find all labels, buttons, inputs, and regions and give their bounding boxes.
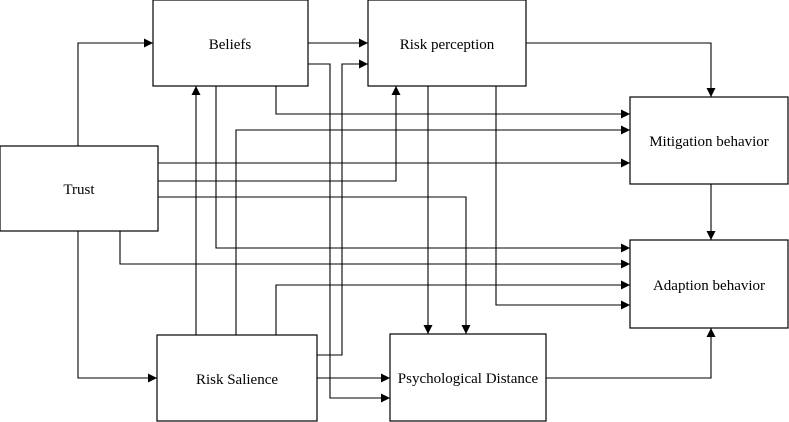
- edge-beliefs-to-psychological-distance: [308, 63, 390, 403]
- node-label-risk-salience: Risk Salience: [196, 372, 278, 388]
- edge-trust-to-risk-perception: [158, 86, 401, 182]
- node-risk-salience: Risk Salience: [156, 334, 318, 422]
- node-label-risk-perception: Risk perception: [400, 37, 495, 53]
- edge-beliefs-to-adaption-behavior: [215, 86, 630, 253]
- node-label-beliefs: Beliefs: [209, 37, 252, 53]
- edge-risk-salience-to-risk-perception: [317, 59, 368, 356]
- edge-risk-perception-to-mitigation-behavior: [526, 42, 716, 97]
- node-label-trust: Trust: [63, 182, 95, 198]
- node-risk-perception: Risk perception: [367, 0, 527, 87]
- node-label-psychological-distance: Psychological Distance: [398, 371, 539, 387]
- node-beliefs: Beliefs: [152, 0, 309, 87]
- node-label-adaption-behavior: Adaption behavior: [653, 278, 765, 294]
- node-trust: Trust: [0, 145, 159, 232]
- edge-trust-to-risk-salience: [77, 231, 157, 383]
- edge-risk-salience-to-adaption-behavior: [275, 280, 630, 335]
- edge-trust-to-beliefs: [77, 38, 153, 146]
- node-psychological-distance: Psychological Distance: [389, 333, 547, 422]
- edges: [77, 38, 716, 403]
- edge-trust-to-psychological-distance: [158, 196, 471, 334]
- node-label-mitigation-behavior: Mitigation behavior: [649, 134, 769, 150]
- node-adaption-behavior: Adaption behavior: [629, 239, 789, 329]
- node-mitigation-behavior: Mitigation behavior: [629, 96, 789, 185]
- edge-beliefs-to-mitigation-behavior: [275, 86, 630, 119]
- edge-risk-perception-to-adaption-behavior: [495, 86, 630, 310]
- edge-psychological-distance-to-adaption-behavior: [546, 328, 716, 379]
- edge-risk-salience-to-mitigation-behavior: [235, 125, 630, 335]
- edge-trust-to-adaption-behavior: [119, 231, 630, 269]
